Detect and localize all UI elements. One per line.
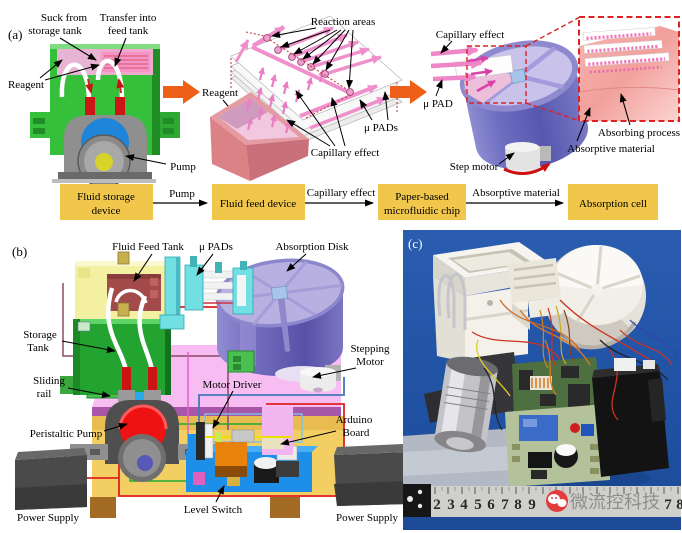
svg-text:Suck from: Suck from bbox=[41, 12, 88, 24]
svg-text:Absorption Disk: Absorption Disk bbox=[275, 241, 349, 253]
svg-text:μ PAD: μ PAD bbox=[423, 98, 453, 110]
svg-text:5: 5 bbox=[474, 497, 482, 513]
svg-text:Capillary effect: Capillary effect bbox=[307, 187, 376, 199]
svg-text:Absorptive material: Absorptive material bbox=[472, 187, 560, 199]
svg-text:3: 3 bbox=[447, 497, 455, 513]
svg-text:feed tank: feed tank bbox=[108, 25, 149, 37]
svg-text:Power Supply: Power Supply bbox=[336, 512, 399, 524]
svg-text:microfluidic chip: microfluidic chip bbox=[384, 205, 461, 217]
svg-text:微流控科技: 微流控科技 bbox=[570, 492, 660, 512]
svg-text:Stepping: Stepping bbox=[350, 343, 390, 355]
svg-text:7: 7 bbox=[664, 497, 672, 513]
svg-text:Step motor: Step motor bbox=[450, 161, 499, 173]
svg-text:Sliding: Sliding bbox=[33, 375, 65, 387]
svg-text:4: 4 bbox=[460, 497, 468, 513]
svg-text:Pump: Pump bbox=[170, 161, 196, 173]
svg-text:Arduino: Arduino bbox=[336, 414, 373, 426]
svg-text:Capillary effect: Capillary effect bbox=[436, 29, 505, 41]
svg-text:7: 7 bbox=[501, 497, 509, 513]
svg-text:Reagent: Reagent bbox=[8, 79, 44, 91]
svg-text:Level Switch: Level Switch bbox=[184, 504, 243, 516]
svg-text:Capillary effect: Capillary effect bbox=[311, 147, 380, 159]
svg-text:(b): (b) bbox=[12, 244, 27, 259]
svg-text:(c): (c) bbox=[408, 236, 422, 251]
svg-text:μ PADs: μ PADs bbox=[199, 241, 233, 253]
svg-text:Reagent: Reagent bbox=[202, 87, 238, 99]
svg-text:rail: rail bbox=[37, 388, 52, 400]
svg-text:Transfer into: Transfer into bbox=[100, 12, 157, 24]
svg-text:Power Supply: Power Supply bbox=[17, 512, 80, 524]
svg-text:Storage: Storage bbox=[23, 329, 57, 341]
svg-text:Fluid storage: Fluid storage bbox=[77, 191, 135, 203]
svg-text:Absorptive material: Absorptive material bbox=[567, 143, 655, 155]
svg-text:(a): (a) bbox=[8, 27, 22, 42]
svg-text:Motor: Motor bbox=[356, 356, 384, 368]
svg-text:9: 9 bbox=[528, 497, 536, 513]
svg-text:Pump: Pump bbox=[169, 188, 195, 200]
svg-text:Fluid Feed Tank: Fluid Feed Tank bbox=[112, 241, 184, 253]
svg-text:μ PADs: μ PADs bbox=[364, 122, 398, 134]
svg-text:Reaction areas: Reaction areas bbox=[311, 16, 375, 28]
svg-text:device: device bbox=[92, 205, 121, 217]
svg-text:Absorption cell: Absorption cell bbox=[579, 198, 647, 210]
svg-text:Absorbing process: Absorbing process bbox=[598, 127, 680, 139]
svg-text:Fluid feed device: Fluid feed device bbox=[220, 198, 296, 210]
svg-text:Board: Board bbox=[343, 427, 370, 439]
svg-text:8: 8 bbox=[676, 497, 682, 513]
svg-text:Peristaltic Pump: Peristaltic Pump bbox=[30, 428, 103, 440]
svg-text:storage tank: storage tank bbox=[28, 25, 82, 37]
svg-text:8: 8 bbox=[514, 497, 522, 513]
svg-text:Tank: Tank bbox=[27, 342, 49, 354]
svg-text:Motor Driver: Motor Driver bbox=[203, 379, 262, 391]
svg-text:2: 2 bbox=[433, 497, 441, 513]
svg-text:6: 6 bbox=[487, 497, 495, 513]
svg-text:Paper-based: Paper-based bbox=[395, 191, 449, 203]
